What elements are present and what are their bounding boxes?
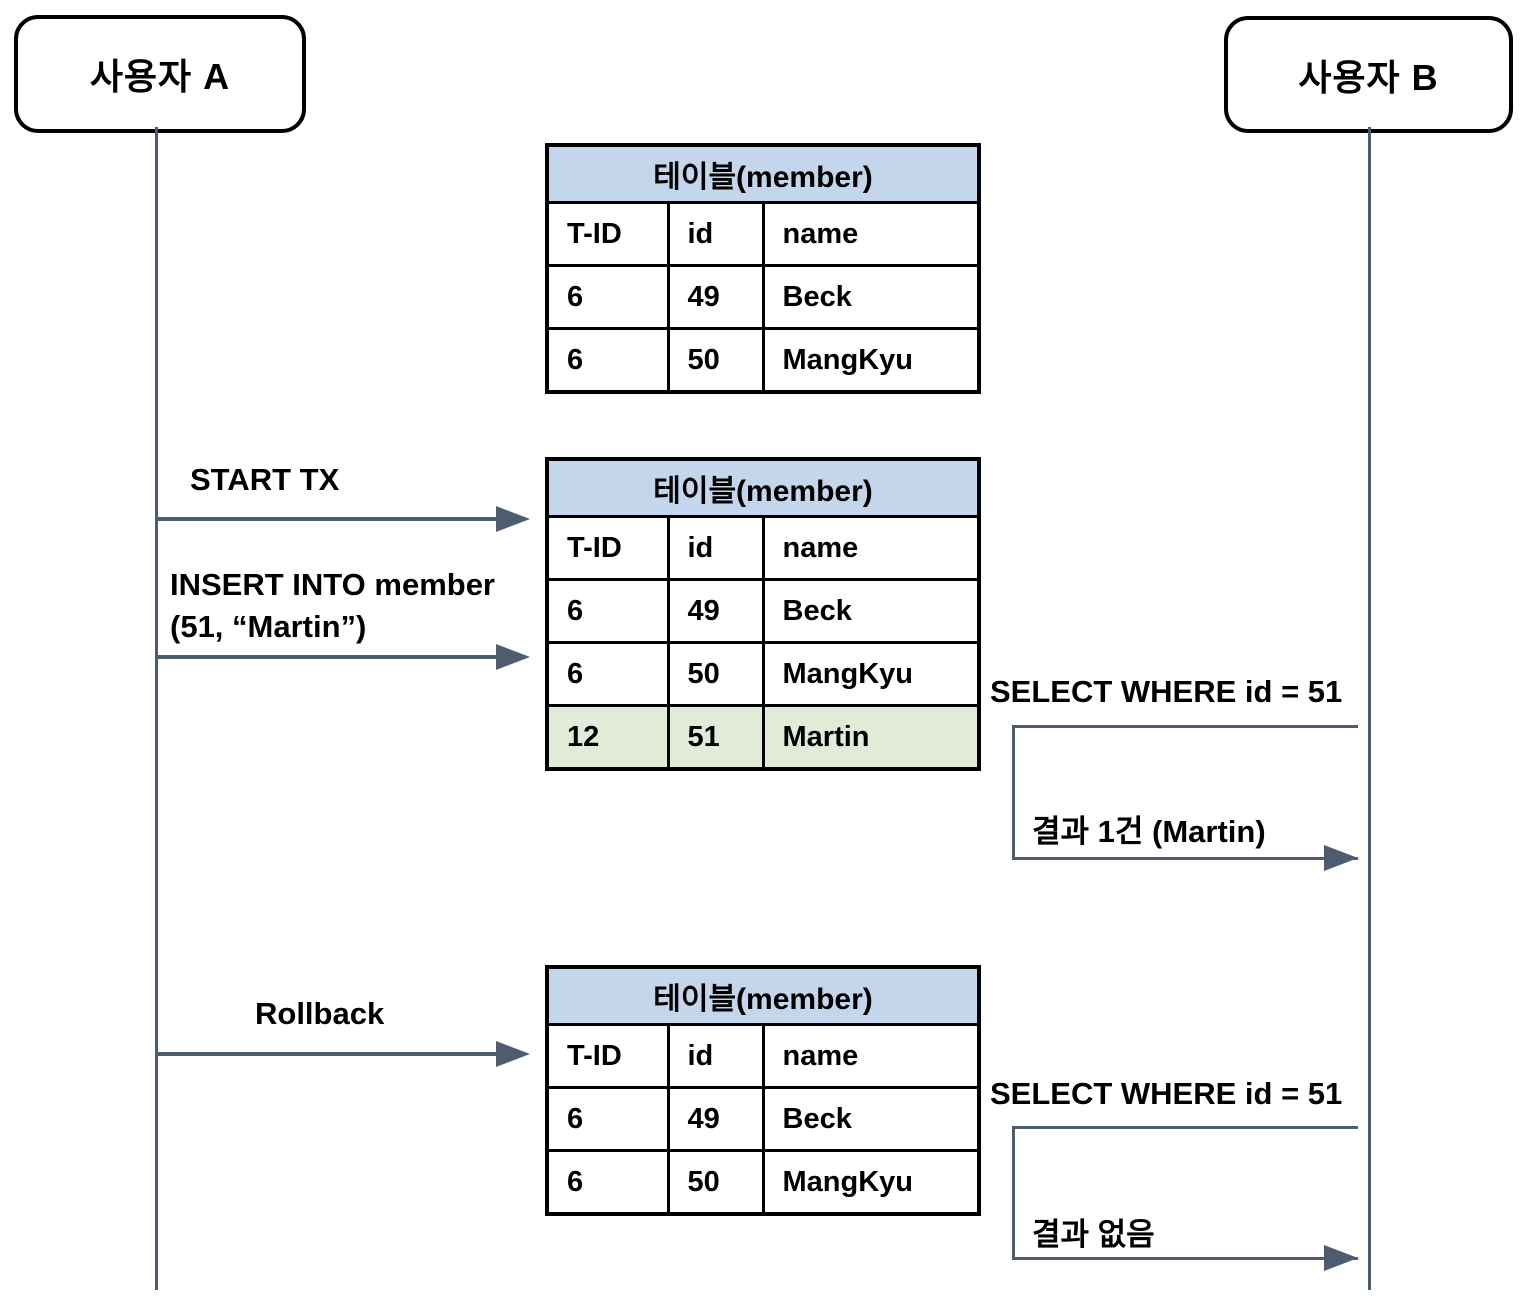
label-insert-into-member: INSERT INTO member (51, “Martin”) [170,564,495,648]
table-header-row: T-ID id name [545,1023,981,1089]
cell-id: 49 [666,264,765,330]
arrow-insert-head-icon [496,644,530,670]
cell-tid: 6 [545,1149,670,1216]
arrow-start-tx-head-icon [496,506,530,532]
table-header-row: T-ID id name [545,515,981,581]
arrow-start-tx-line [157,517,497,521]
arrow-rollback-line [157,1052,497,1056]
column-header: T-ID [545,1023,670,1089]
actor-user-b-label: 사용자 B [1298,56,1439,98]
column-header: id [666,201,765,267]
label-insert-line1: INSERT INTO member [170,567,496,602]
label-result-1-row-martin: 결과 1건 (Martin) [1032,814,1266,849]
column-header: id [666,515,765,581]
member-table-after-insert: 테이블(member) T-ID id name 6 49 Beck 6 50 … [545,457,981,771]
column-header: id [666,1023,765,1089]
cell-tid: 6 [545,264,670,330]
label-insert-line2: (51, “Martin”) [170,609,367,644]
actor-user-b: 사용자 B [1224,16,1513,133]
table-header-row: T-ID id name [545,201,981,267]
table-row: 6 50 MangKyu [545,641,981,707]
cell-id: 49 [666,578,765,644]
column-header: T-ID [545,201,670,267]
cell-tid: 6 [545,578,670,644]
table-row: 6 50 MangKyu [545,327,981,394]
label-select-where-2: SELECT WHERE id = 51 [990,1076,1343,1111]
table-row: 6 49 Beck [545,578,981,644]
cell-id: 50 [666,1149,765,1216]
column-header: name [761,515,981,581]
actor-user-a: 사용자 A [14,15,306,133]
label-result-none: 결과 없음 [1032,1217,1155,1252]
self-message-select-2-head-icon [1324,1245,1358,1271]
label-select-where-1: SELECT WHERE id = 51 [990,674,1343,709]
member-table-after-rollback: 테이블(member) T-ID id name 6 49 Beck 6 50 … [545,965,981,1216]
table-title: 테이블(member) [545,143,981,204]
table-row: 6 50 MangKyu [545,1149,981,1216]
cell-name: MangKyu [761,641,981,707]
column-header: T-ID [545,515,670,581]
self-message-select-1-loop [1012,725,1358,860]
arrow-rollback-head-icon [496,1041,530,1067]
cell-tid: 6 [545,327,670,394]
cell-id: 49 [666,1086,765,1152]
self-message-select-2-loop [1012,1126,1358,1260]
arrow-insert-line [157,655,497,659]
member-table-initial: 테이블(member) T-ID id name 6 49 Beck 6 50 … [545,143,981,394]
cell-name: Beck [761,1086,981,1152]
column-header: name [761,1023,981,1089]
cell-name: MangKyu [761,1149,981,1216]
label-start-tx: START TX [190,462,340,497]
table-row-highlighted-uncommitted: 12 51 Martin [545,704,981,771]
cell-id: 51 [666,704,765,771]
table-title: 테이블(member) [545,457,981,518]
cell-id: 50 [666,641,765,707]
cell-name: Martin [761,704,981,771]
cell-tid: 6 [545,1086,670,1152]
table-row: 6 49 Beck [545,264,981,330]
actor-user-a-label: 사용자 A [89,56,231,97]
label-rollback: Rollback [255,996,385,1031]
cell-name: Beck [761,264,981,330]
column-header: name [761,201,981,267]
lifeline-user-b [1368,127,1371,1290]
cell-tid: 12 [545,704,670,771]
lifeline-user-a [155,127,158,1290]
table-row: 6 49 Beck [545,1086,981,1152]
cell-id: 50 [666,327,765,394]
cell-name: MangKyu [761,327,981,394]
cell-tid: 6 [545,641,670,707]
table-title: 테이블(member) [545,965,981,1026]
cell-name: Beck [761,578,981,644]
self-message-select-1-head-icon [1324,845,1358,871]
